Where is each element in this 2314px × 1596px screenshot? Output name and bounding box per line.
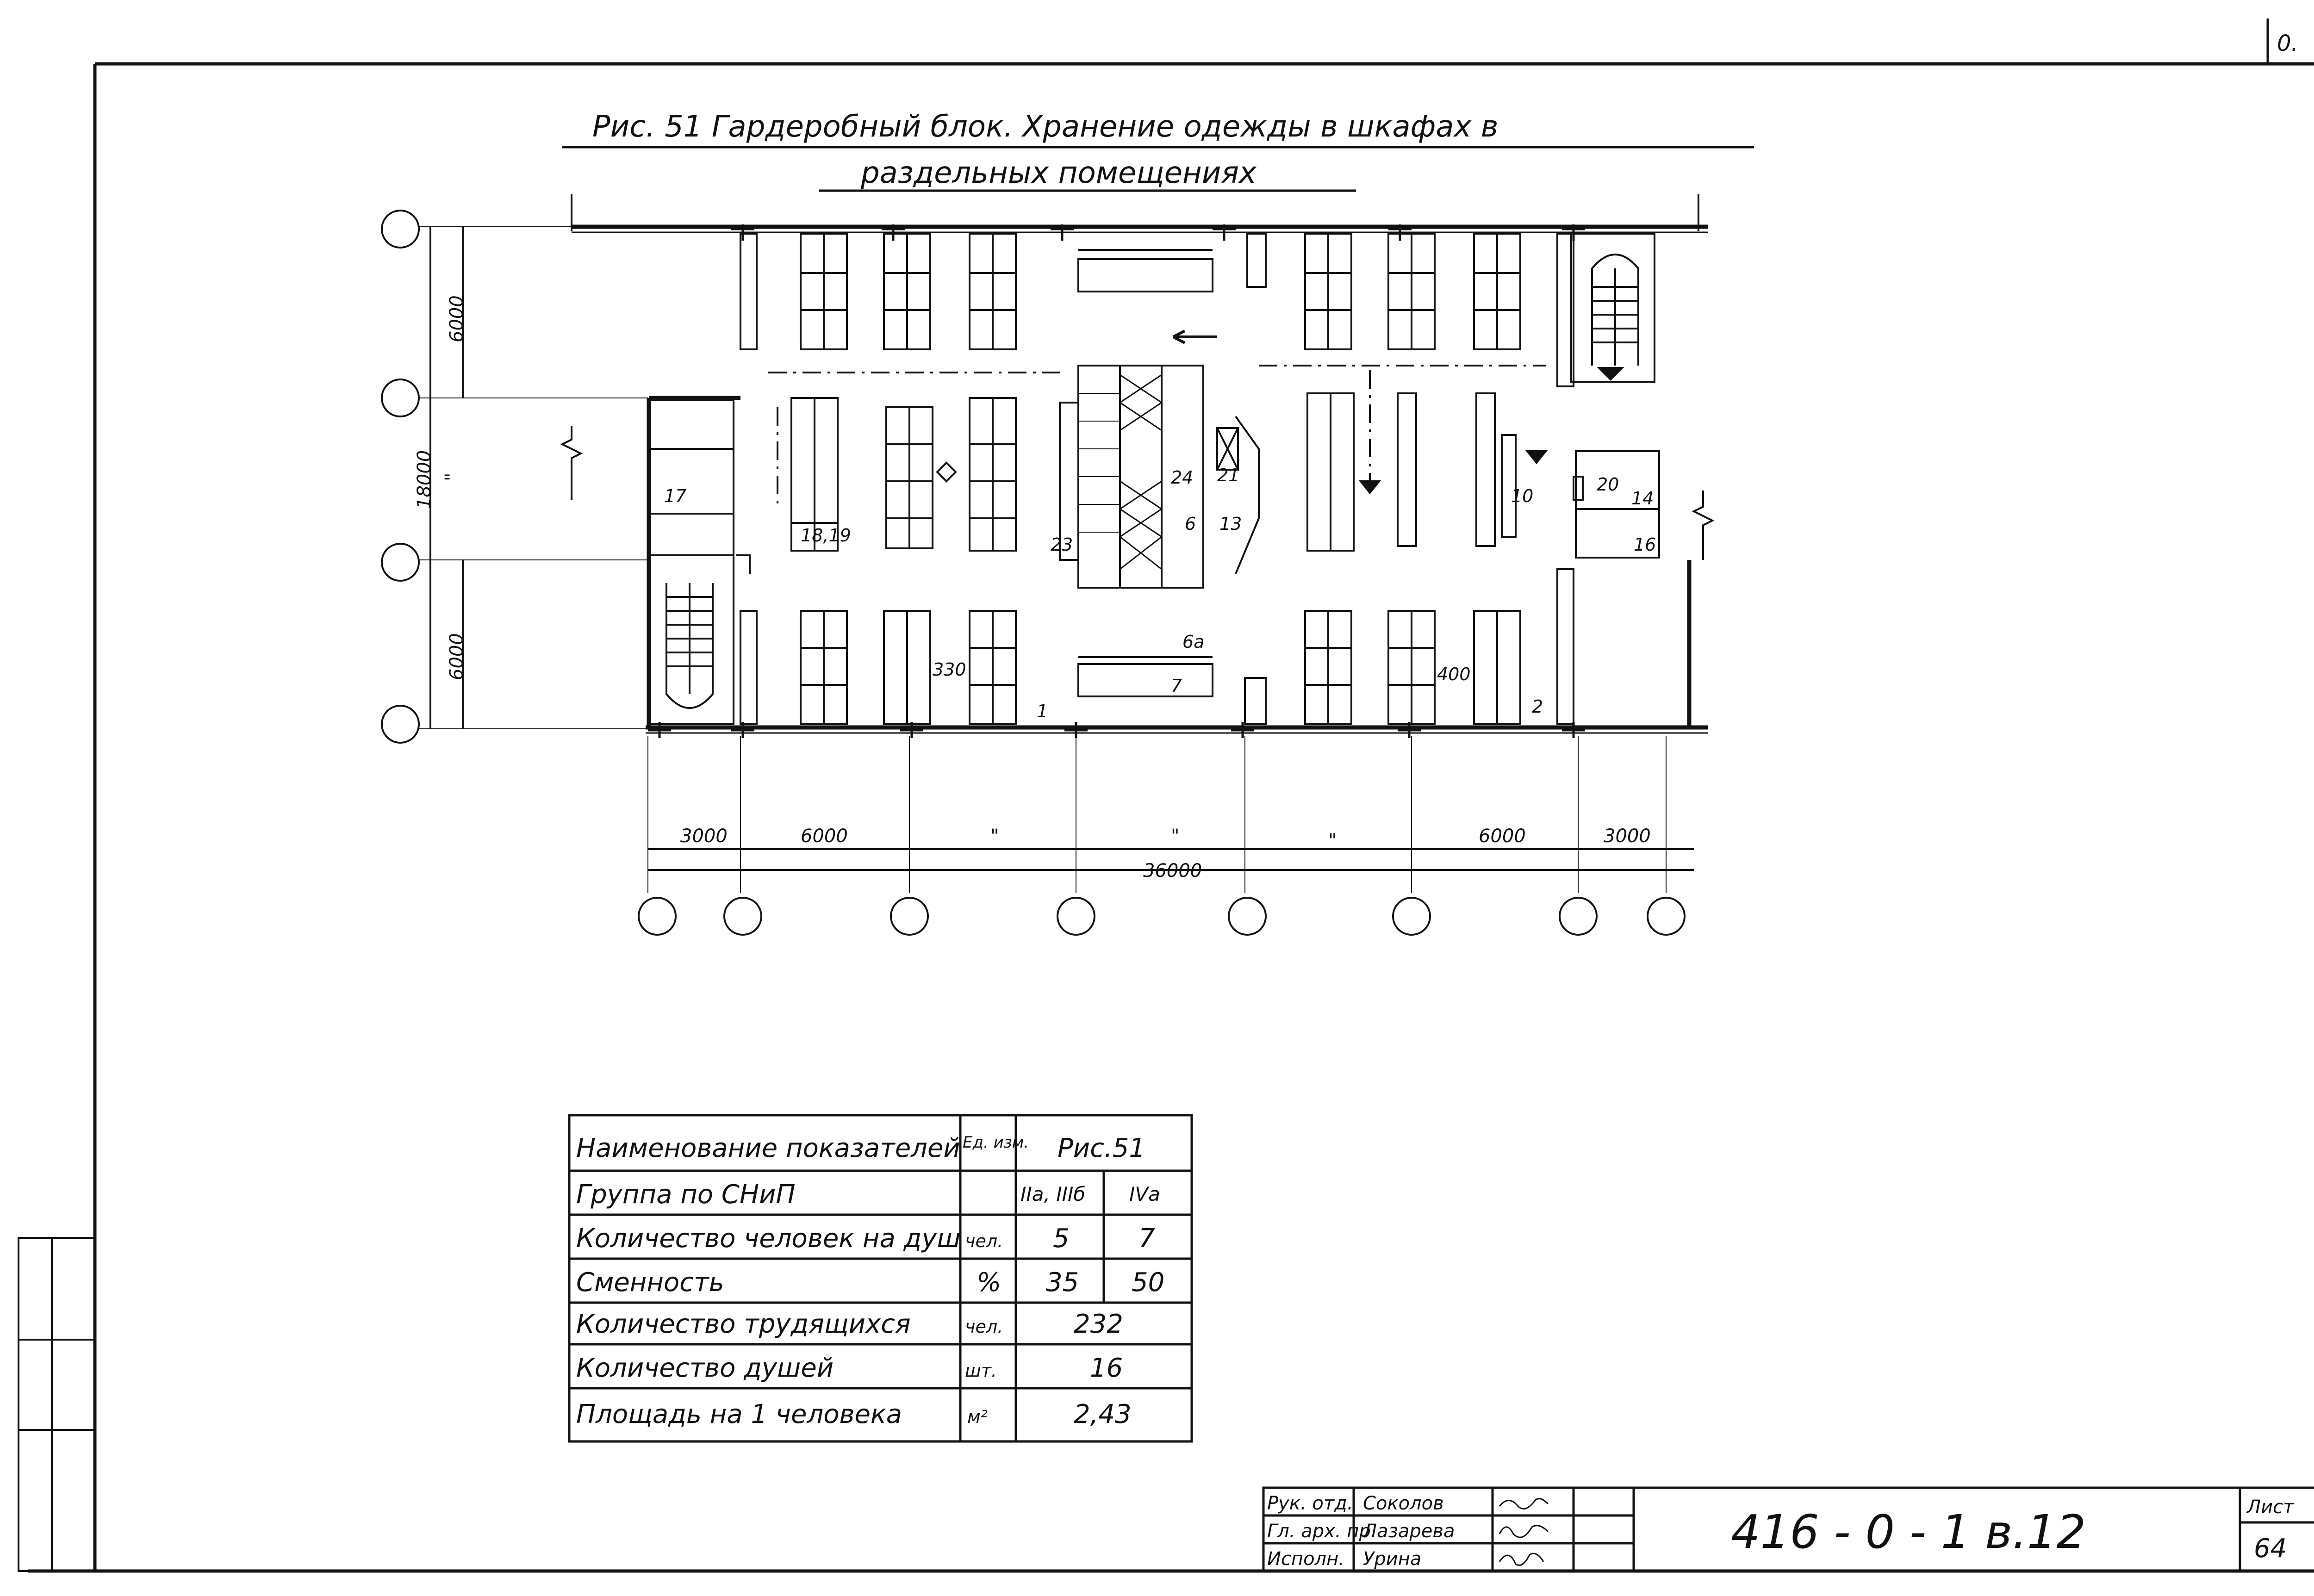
dim-h-2: 6000 xyxy=(801,826,848,847)
room-label-17: 17 xyxy=(664,486,686,506)
horizontal-dimensions: 3000 6000 " " " 6000 3000 36000 xyxy=(638,736,1694,936)
row-ab-6: 2,43 xyxy=(1074,1399,1132,1429)
row-name-5: Количество душей xyxy=(576,1353,834,1383)
row-unit-4: чел. xyxy=(965,1317,1003,1337)
corner-mark: 0. xyxy=(2277,31,2298,56)
room-label-20: 20 xyxy=(1597,474,1619,495)
stamp-role-3: Исполн. xyxy=(1267,1548,1344,1570)
circulation-lines xyxy=(768,365,1546,509)
room-label-24: 24 xyxy=(1171,467,1193,488)
dim-v-bottom: 6000 xyxy=(446,633,467,680)
sheet-frame xyxy=(28,19,2314,1573)
row-unit-5: шт. xyxy=(965,1360,997,1381)
room-label-7: 7 xyxy=(1171,676,1182,696)
dim-h-5: " xyxy=(1328,830,1337,851)
right-service-rooms xyxy=(1573,450,1660,559)
dim-v-top: 6000 xyxy=(446,295,467,342)
row-name-1: Группа по СНиП xyxy=(576,1180,796,1210)
stamp-role-2: Гл. арх. пр. xyxy=(1267,1521,1377,1542)
axis-bubbles-left xyxy=(381,210,420,744)
sheet-label: Лист xyxy=(2246,1497,2295,1518)
binding-strip xyxy=(18,1237,96,1572)
sheet-number: 64 xyxy=(2254,1534,2287,1564)
signatures xyxy=(1499,1498,1549,1566)
row-b-1: IVа xyxy=(1129,1183,1160,1205)
stamp-name-2: Лазарева xyxy=(1362,1521,1455,1542)
row-name-4: Количество трудящихся xyxy=(576,1309,911,1339)
staircase-right xyxy=(1570,233,1655,383)
room-label-1: 1 xyxy=(1037,701,1048,721)
row-a-1: IIа, IIIб xyxy=(1020,1183,1085,1205)
room-label-16: 16 xyxy=(1634,534,1656,555)
shower-core xyxy=(1059,249,1260,697)
vertical-dimensions: 6000 18000 " 6000 xyxy=(381,210,648,744)
outer-walls xyxy=(571,194,1708,734)
dim-h-3: " xyxy=(990,826,999,847)
column-markers xyxy=(648,224,1585,738)
dim-label-330: 330 xyxy=(933,659,966,680)
row-name-6: Площадь на 1 человека xyxy=(576,1399,902,1429)
cabinet-row-middle xyxy=(790,392,1517,552)
row-a-3: 35 xyxy=(1046,1267,1079,1298)
row-name-2: Количество человек на душ xyxy=(576,1223,961,1254)
row-unit-3: % xyxy=(977,1267,1001,1298)
axis-bubbles-bottom xyxy=(638,897,1686,936)
indicators-table: Наименование показателей Ед. изм. Рис.51… xyxy=(568,1114,1193,1443)
cabinet-row-top xyxy=(740,233,1574,387)
dim-v-total: 18000 xyxy=(414,450,435,509)
title-block: Рук. отд. Гл. арх. пр. Исполн. Соколов Л… xyxy=(1262,1486,2314,1572)
fixtures xyxy=(936,329,1624,495)
row-unit-6: м² xyxy=(967,1407,988,1427)
room-label-21: 21 xyxy=(1217,465,1239,485)
row-name-3: Сменность xyxy=(576,1267,724,1298)
row-unit-2: чел. xyxy=(965,1231,1003,1251)
room-label-14: 14 xyxy=(1631,488,1654,509)
dim-h-4: " xyxy=(1171,826,1179,847)
staircase-left xyxy=(649,554,734,725)
row-ab-4: 232 xyxy=(1074,1309,1123,1339)
room-label-2: 2 xyxy=(1532,696,1543,717)
dim-h-total: 36000 xyxy=(1143,860,1202,882)
break-line-left xyxy=(560,426,583,500)
figure-title-line1: Рис. 51 Гардеробный блок. Хранение одежд… xyxy=(592,110,1498,144)
table-header-name: Наименование показателей xyxy=(576,1133,960,1163)
row-b-3: 50 xyxy=(1132,1267,1164,1298)
room-label-18-19: 18,19 xyxy=(801,525,851,546)
document-code: 416 - 0 - 1 в.12 xyxy=(1731,1505,2086,1559)
room-label-13: 13 xyxy=(1219,514,1242,534)
row-a-2: 5 xyxy=(1053,1223,1070,1254)
figure-title-line2: раздельных помещениях xyxy=(860,156,1257,190)
dim-label-400: 400 xyxy=(1437,664,1471,684)
table-header-unit: Ед. изм. xyxy=(963,1133,1029,1152)
row-ab-5: 16 xyxy=(1090,1353,1123,1383)
dim-h-7: 3000 xyxy=(1604,826,1651,847)
room-label-23: 23 xyxy=(1051,534,1073,555)
stamp-name-3: Урина xyxy=(1363,1548,1421,1570)
break-line-right xyxy=(1692,491,1715,560)
cabinet-row-bottom xyxy=(740,568,1574,725)
table-header-fig: Рис.51 xyxy=(1057,1133,1145,1163)
dim-h-6: 6000 xyxy=(1479,826,1526,847)
room-label-10: 10 xyxy=(1511,486,1533,506)
dim-v-middle: " xyxy=(442,473,463,481)
stamp-name-1: Соколов xyxy=(1363,1493,1444,1514)
stamp-role-1: Рук. отд. xyxy=(1267,1493,1353,1514)
room-label-6: 6 xyxy=(1185,514,1196,534)
row-b-2: 7 xyxy=(1138,1223,1155,1254)
floor-plan: 17 18,19 24 21 6 13 23 10 20 14 16 6а 7 … xyxy=(560,194,1715,738)
room-labels: 17 18,19 24 21 6 13 23 10 20 14 16 6а 7 … xyxy=(664,465,1656,721)
dim-h-1: 3000 xyxy=(680,826,728,847)
room-label-6a: 6а xyxy=(1182,632,1204,652)
left-service-rooms xyxy=(649,399,839,574)
